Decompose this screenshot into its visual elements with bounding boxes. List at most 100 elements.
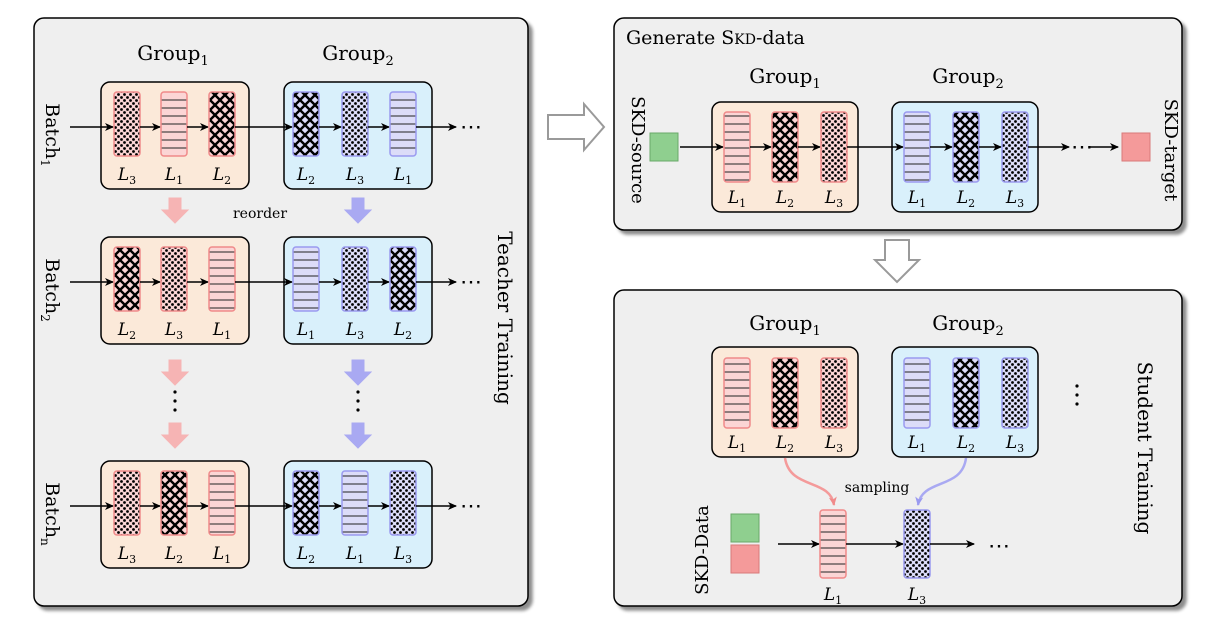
reorder-arrow-g1-a <box>160 197 190 224</box>
teacher-vdots-g1-dot-1 <box>173 399 177 403</box>
generate-g1-block-0 <box>723 111 751 183</box>
teacher-row2-g1-label-0: L3 <box>117 544 136 566</box>
teacher-row1-g2-label-0: L1 <box>296 320 315 342</box>
teacher-row2-g2-label-1: L1 <box>345 544 364 566</box>
sampling-curve-blue <box>915 457 968 506</box>
skd-data-label: SKD-Data <box>692 505 713 595</box>
teacher-row0-g1-block-1 <box>160 91 188 157</box>
student-chain-label-1: L3 <box>907 585 926 607</box>
teacher-row2-g2-block-2 <box>389 470 417 536</box>
generate-g2-block-0 <box>903 111 931 183</box>
teacher-row0-g1-label-1: L1 <box>164 165 183 187</box>
teacher-row0-g2-block-1 <box>341 91 369 157</box>
generate-ellipsis: ⋯ <box>1071 135 1093 160</box>
generate-g1-block-1 <box>771 111 799 183</box>
sampling-label: sampling <box>845 480 910 496</box>
reorder-arrow-g1-b <box>160 359 190 386</box>
teacher-vdots-g1-dot-0 <box>173 390 177 394</box>
student-g2-block-2 <box>1001 357 1029 429</box>
panel-arrow-right <box>547 101 606 153</box>
teacher-training-title: Teacher Training <box>493 231 517 405</box>
panel-arrow-down <box>872 239 922 284</box>
teacher-row0-g1-block-2 <box>208 91 236 157</box>
teacher-vdots-g2-dot-0 <box>356 390 360 394</box>
batch-label-0: Batch1 <box>38 103 63 166</box>
teacher-row0-g1-label-0: L3 <box>117 165 136 187</box>
teacher-row1-g1-label-2: L1 <box>212 320 231 342</box>
generate-group2-header: Group2 <box>932 64 1004 92</box>
generate-g2-label-0: L1 <box>907 188 926 210</box>
student-g1-block-0 <box>723 357 751 429</box>
teacher-row1-g2-block-0 <box>292 246 320 312</box>
generate-g1-label-0: L1 <box>727 188 746 210</box>
teacher-row0-g2-block-0 <box>292 91 320 157</box>
skd-data-source-square <box>730 513 760 543</box>
student-vdots-dot-2 <box>1075 402 1079 406</box>
teacher-row1-g1-block-0 <box>113 246 141 312</box>
teacher-row1-g2-label-1: L3 <box>345 320 364 342</box>
student-training-title: Student Training <box>1133 362 1157 535</box>
teacher-row0-g1-label-2: L2 <box>212 165 231 187</box>
teacher-vdots-g2-dot-1 <box>356 399 360 403</box>
generate-g1-label-1: L2 <box>775 188 794 210</box>
teacher-row1-g2-block-1 <box>341 246 369 312</box>
teacher-vdots-g2-dot-2 <box>356 408 360 412</box>
teacher-group2-header: Group2 <box>322 41 394 69</box>
teacher-row0-g1-block-0 <box>113 91 141 157</box>
teacher-row0-g2-label-0: L2 <box>296 165 315 187</box>
reorder-arrow-g1-c <box>160 422 190 449</box>
teacher-row1-g1-label-0: L2 <box>117 320 136 342</box>
teacher-row2-g1-label-2: L1 <box>212 544 231 566</box>
student-g1-label-0: L1 <box>727 433 746 455</box>
teacher-row2-g2-block-0 <box>292 470 320 536</box>
teacher-row2-g2-label-0: L2 <box>296 544 315 566</box>
student-g1-label-2: L3 <box>824 433 843 455</box>
teacher-row2-g2-block-1 <box>341 470 369 536</box>
skd-source-square <box>649 132 679 162</box>
student-chain-block-0 <box>819 509 847 579</box>
student-g2-label-1: L2 <box>956 433 975 455</box>
student-g2-block-0 <box>903 357 931 429</box>
teacher-row1-g1-label-1: L3 <box>164 320 183 342</box>
teacher-row1-g2-block-2 <box>389 246 417 312</box>
student-vdots-dot-1 <box>1075 393 1079 397</box>
student-chain-ellipsis: ⋯ <box>988 534 1010 559</box>
teacher-row0-g2-block-2 <box>389 91 417 157</box>
generate-g1-label-2: L3 <box>824 188 843 210</box>
teacher-row2-g1-block-2 <box>208 470 236 536</box>
generate-title: Generate SKD-data <box>626 27 805 49</box>
batch-label-2: Batchn <box>38 482 63 546</box>
skd-target-square <box>1121 132 1151 162</box>
generate-g2-label-2: L3 <box>1005 188 1024 210</box>
student-g2-label-0: L1 <box>907 433 926 455</box>
teacher-row1-g1-block-1 <box>160 246 188 312</box>
generate-g2-block-2 <box>1001 111 1029 183</box>
skd-data-target-square <box>730 544 760 574</box>
student-vdots-dot-0 <box>1075 384 1079 388</box>
reorder-arrow-g2-b <box>343 359 373 386</box>
generate-g1-block-2 <box>820 111 848 183</box>
student-g1-label-1: L2 <box>775 433 794 455</box>
student-chain-label-0: L1 <box>823 585 842 607</box>
generate-group1-header: Group1 <box>749 64 821 92</box>
student-g2-label-2: L3 <box>1005 433 1024 455</box>
skd-source-label: SKD-source <box>627 96 648 204</box>
teacher-row2-ellipsis: ⋯ <box>460 494 482 519</box>
reorder-arrow-g2-c <box>343 422 373 449</box>
sampling-curve-red <box>783 457 837 506</box>
reorder-arrow-g2-a <box>343 197 373 224</box>
teacher-row1-g1-block-2 <box>208 246 236 312</box>
teacher-row1-g2-label-2: L2 <box>393 320 412 342</box>
skd-target-label: SKD-target <box>1160 99 1181 202</box>
student-g1-block-1 <box>771 357 799 429</box>
student-group1-header: Group1 <box>749 311 821 339</box>
teacher-row2-g1-block-1 <box>160 470 188 536</box>
teacher-vdots-g1-dot-2 <box>173 408 177 412</box>
reorder-label: reorder <box>233 206 287 222</box>
teacher-row0-ellipsis: ⋯ <box>460 115 482 140</box>
teacher-row2-g2-label-2: L3 <box>393 544 412 566</box>
teacher-row0-g2-label-1: L3 <box>345 165 364 187</box>
batch-label-1: Batch2 <box>38 258 63 321</box>
